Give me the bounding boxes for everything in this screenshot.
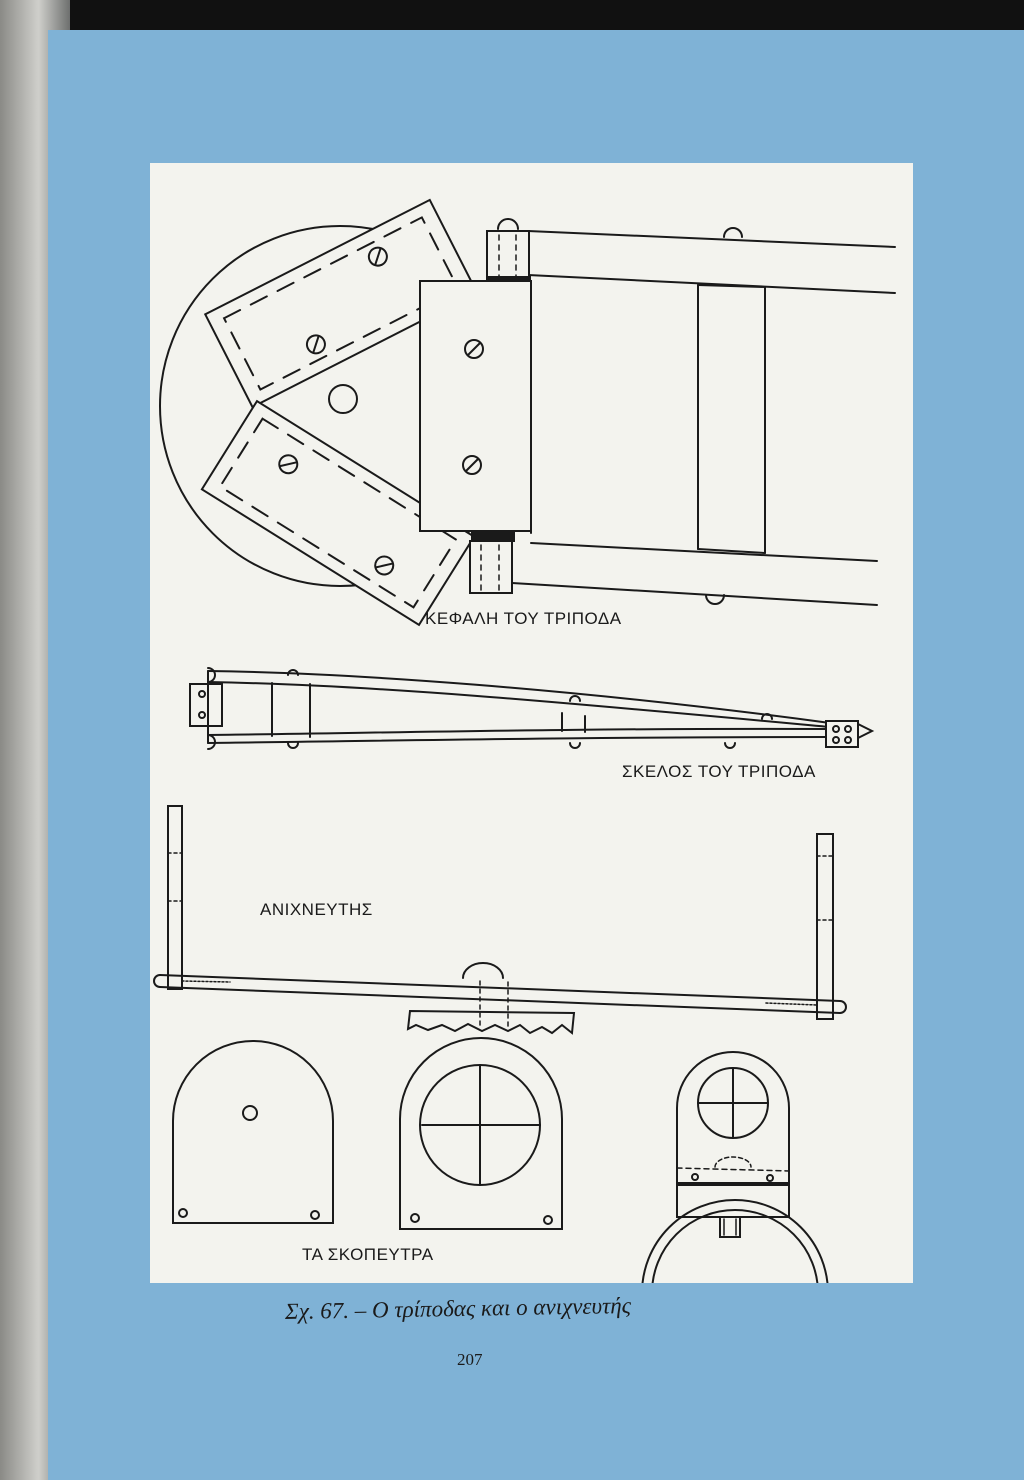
- alidade-label: ΑΝΙΧΝΕΥΤΗΣ: [260, 900, 373, 919]
- figure-panel: ΚΕΦΑΛΗ ΤΟΥ ΤΡΙΠΟΔΑ ΣΚΕΛΟΣ ΤΟΥ ΤΡΙΠΟΔΑ ΑΝ…: [150, 163, 913, 1283]
- tripod-head-label: ΚΕΦΑΛΗ ΤΟΥ ΤΡΙΠΟΔΑ: [425, 609, 622, 628]
- technical-drawing: [153, 198, 896, 1283]
- alidade-drawing: [153, 805, 847, 1035]
- tripod-leg-drawing: [189, 667, 875, 750]
- sights-drawing: [172, 1037, 829, 1283]
- tripod-head-drawing: [159, 198, 896, 627]
- page-number: 207: [457, 1350, 483, 1369]
- tripod-leg-label: ΣΚΕΛΟΣ ΤΟΥ ΤΡΙΠΟΔΑ: [622, 762, 816, 781]
- head-center-hole: [328, 384, 358, 414]
- head-lower-plate: [200, 399, 476, 627]
- sights-label: ΤΑ ΣΚΟΠΕΥΤΡΑ: [302, 1245, 434, 1264]
- head-upper-plate: [203, 198, 479, 409]
